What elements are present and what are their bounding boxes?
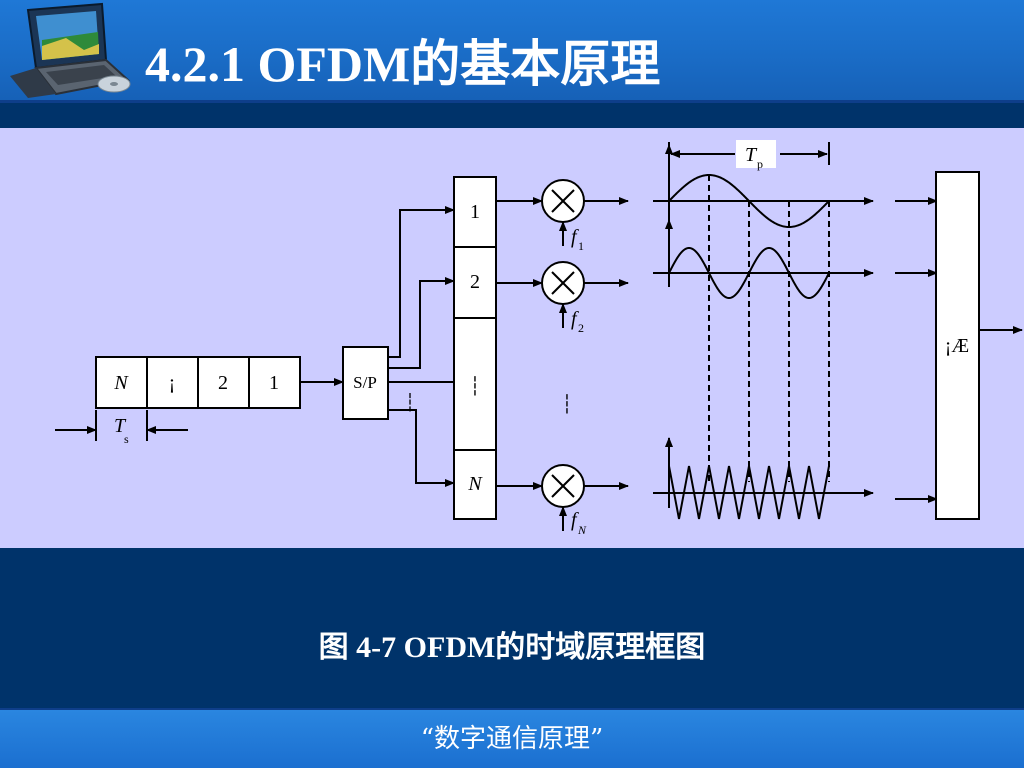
carrier-subscript: N xyxy=(577,523,587,537)
branch-label: N xyxy=(467,473,483,495)
tp-label-background xyxy=(736,140,776,168)
multiplier xyxy=(541,464,585,508)
tp-subscript: p xyxy=(757,157,763,171)
summation-label: ¡Æ xyxy=(945,335,969,357)
input-cell-label: ¡­ xyxy=(169,372,176,394)
carrier-label: f xyxy=(571,509,579,531)
branch-label: ┆ xyxy=(470,376,481,396)
multiplier xyxy=(541,179,585,223)
figure-caption: 图 4-7 OFDM的时域原理框图 xyxy=(318,631,706,664)
slide-footer: “数字通信原理” xyxy=(0,708,1024,768)
sp-label: S/P xyxy=(353,373,377,392)
branch-label: 2 xyxy=(470,271,480,293)
branch-cell xyxy=(453,176,497,248)
sp-output-line-2 xyxy=(388,277,455,369)
header-divider xyxy=(0,100,1024,103)
laptop-icon xyxy=(10,2,131,98)
slide-header: 4.2.1 OFDM的基本原理 xyxy=(0,0,1024,103)
slide-title: 4.2.1 OFDM的基本原理 xyxy=(145,36,661,92)
ts-label: T xyxy=(114,415,127,437)
branch-label: 1 xyxy=(470,201,480,223)
sp-dots: ┆ xyxy=(405,392,415,412)
period-dashed-lines xyxy=(708,175,830,482)
sp-output-line-n xyxy=(388,409,455,487)
input-cell-label: N xyxy=(113,372,129,394)
middle-dots: ┆ xyxy=(562,394,573,414)
subcarrier-waveform-n xyxy=(668,465,830,520)
branch-cell xyxy=(453,449,497,520)
carrier-label: f xyxy=(571,308,579,330)
input-symbol-cell xyxy=(95,356,148,409)
input-cell-label: 1 xyxy=(269,372,279,394)
input-symbol-cell xyxy=(248,356,301,409)
input-symbol-cell xyxy=(197,356,250,409)
branch-cell xyxy=(453,317,497,451)
carrier-label: f xyxy=(571,226,579,248)
diagram-panel: N ¡­ 2 1 T s S/P ┆ 1 2 ┆ N f 1 f 2 f N ┆… xyxy=(0,128,1024,548)
input-cell-label: 2 xyxy=(218,372,228,394)
carrier-subscript: 2 xyxy=(578,321,584,335)
tp-label: T xyxy=(745,144,758,166)
ofdm-time-domain-diagram: N ¡­ 2 1 T s S/P ┆ 1 2 ┆ N f 1 f 2 f N ┆… xyxy=(55,140,1023,537)
ts-subscript: s xyxy=(124,432,129,446)
carrier-subscript: 1 xyxy=(578,239,584,253)
sp-output-line-1 xyxy=(388,206,455,358)
multiplier xyxy=(541,261,585,305)
summation-block xyxy=(935,171,980,520)
footer-text: “数字通信原理” xyxy=(420,724,604,754)
